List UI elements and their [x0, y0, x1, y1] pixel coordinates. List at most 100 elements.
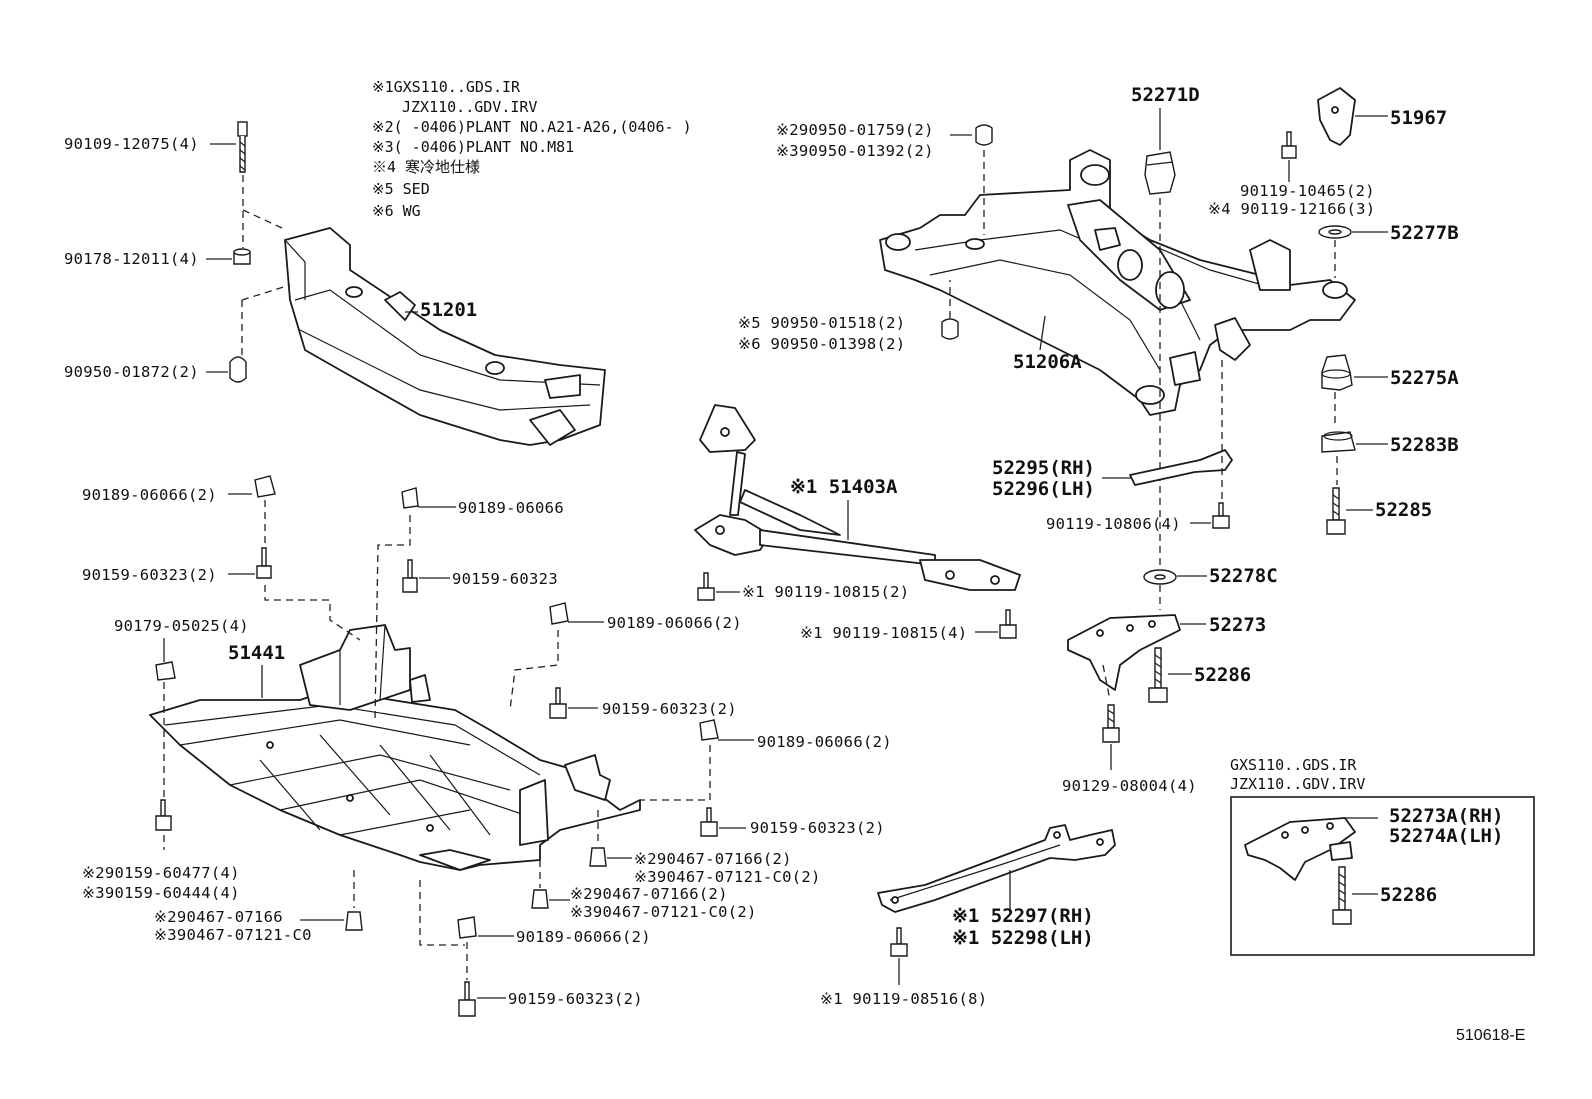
label-52285: 52285 [1375, 499, 1432, 521]
label-90950-01518: ※5 90950-01518(2) [738, 314, 905, 332]
note-6: ※6 WG [372, 202, 421, 220]
bolt-90119-10465 [1281, 131, 1297, 159]
clip-90189-06066-e [457, 916, 477, 939]
label-52283B: 52283B [1390, 434, 1459, 456]
bolt-90119-10815-b [999, 609, 1017, 639]
inset-box [1230, 796, 1535, 956]
bolt-52285 [1326, 487, 1346, 535]
label-90950-01759: ※290950-01759(2) [776, 121, 934, 139]
note-3: ※3( -0406)PLANT NO.M81 [372, 138, 574, 156]
label-90467-07121-2a: ※390467-07121-C0(2) [634, 868, 821, 886]
inset-note-1: GXS110..GDS.IR [1230, 756, 1357, 774]
label-90189-06066-2d: 90189-06066(2) [516, 928, 651, 946]
label-90950-01872: 90950-01872(2) [64, 363, 199, 381]
label-90159-60323-2c: 90159-60323(2) [750, 819, 885, 837]
note-4: ※4 寒冷地仕様 [372, 158, 480, 176]
label-90467-07166-2a: ※290467-07166(2) [634, 850, 792, 868]
clip-90189-06066-d [699, 719, 719, 741]
inset-note-2: JZX110..GDV.IRV [1230, 775, 1365, 793]
screw-90159-60323-b [402, 559, 418, 593]
bolt-90119-08516 [890, 927, 908, 957]
label-90159-60323-a: 90159-60323 [452, 570, 558, 588]
label-52278C: 52278C [1209, 565, 1278, 587]
diagram-id: 510618-E [1456, 1027, 1525, 1044]
cushion-90950-01518 [941, 318, 959, 340]
label-52296: 52296(LH) [992, 478, 1095, 500]
cushion-90950-01872 [229, 356, 247, 383]
label-90119-10465: 90119-10465(2) [1240, 182, 1375, 200]
screw-90159-60323-a [256, 547, 272, 579]
label-90179-05025: 90179-05025(4) [114, 617, 249, 635]
screw-90159-60323-d [700, 807, 718, 837]
label-52273: 52273 [1209, 614, 1266, 636]
pin-90467-07166-b [589, 847, 607, 867]
note-5: ※5 SED [372, 180, 430, 198]
bushing-52271D [1144, 151, 1176, 195]
label-90950-01392: ※390950-01392(2) [776, 142, 934, 160]
clip-90189-06066-b [401, 487, 419, 509]
link-52295-52296 [1129, 449, 1233, 486]
pin-90467-07166-a [345, 911, 363, 931]
label-52273A: 52273A(RH) [1389, 805, 1503, 827]
label-52297: ※1 52297(RH) [952, 905, 1094, 927]
front-crossmember-51201 [284, 227, 606, 446]
label-90119-10815-4: ※1 90119-10815(4) [800, 624, 967, 642]
bracket-52273A [1244, 817, 1356, 881]
label-52286-a: 52286 [1194, 664, 1251, 686]
label-52271D: 52271D [1131, 84, 1200, 106]
bolt-52286-a [1148, 647, 1168, 703]
label-52275A: 52275A [1390, 367, 1459, 389]
label-90159-60323-2d: 90159-60323(2) [508, 990, 643, 1008]
label-90109-12075: 90109-12075(4) [64, 135, 199, 153]
washer-52278C [1143, 569, 1177, 585]
screw-90159-60477 [155, 799, 172, 831]
cushion-90950-01759 [975, 124, 993, 146]
label-90189-06066-2b: 90189-06066(2) [607, 614, 742, 632]
pin-90467-07166-c [531, 889, 549, 909]
bolt-90109-12075 [237, 121, 248, 173]
nut-90179-05025 [155, 661, 176, 681]
label-51441: 51441 [228, 642, 285, 664]
label-51201: 51201 [420, 299, 477, 321]
label-51403A: ※1 51403A [790, 476, 898, 498]
note-2: ※2( -0406)PLANT NO.A21-A26,(0406- ) [372, 118, 692, 136]
label-90159-60477: ※290159-60477(4) [82, 864, 240, 882]
label-51206A: 51206A [1013, 351, 1082, 373]
label-52286-b: 52286 [1380, 884, 1437, 906]
label-52277B: 52277B [1390, 222, 1459, 244]
screw-90159-60323-c [549, 687, 567, 719]
screw-90159-60323-e [458, 981, 476, 1017]
bushing-52275A [1321, 354, 1353, 391]
bolt-90119-10815-a [697, 572, 715, 601]
label-90119-10815-2: ※1 90119-10815(2) [742, 583, 909, 601]
label-90159-60323-2b: 90159-60323(2) [602, 700, 737, 718]
bracket-52273 [1067, 614, 1181, 691]
label-90119-12166: ※4 90119-12166(3) [1208, 200, 1375, 218]
label-90467-07166: ※290467-07166 [154, 908, 283, 926]
nut-90178-12011 [233, 248, 251, 265]
bushing-52283B [1321, 431, 1356, 453]
label-90189-06066-a: 90189-06066 [458, 499, 564, 517]
label-52295: 52295(RH) [992, 457, 1095, 479]
label-51967: 51967 [1390, 107, 1447, 129]
label-90178-12011: 90178-12011(4) [64, 250, 199, 268]
label-90467-07121: ※390467-07121-C0 [154, 926, 312, 944]
clip-90189-06066-c [549, 602, 569, 625]
brace-51403A [694, 404, 1021, 591]
notes-block: ※1GXS110..GDS.IR JZX110..GDV.IRV ※2( -04… [372, 78, 692, 220]
label-52298: ※1 52298(LH) [952, 927, 1094, 949]
label-90189-06066-2a: 90189-06066(2) [82, 486, 217, 504]
label-90189-06066-2c: 90189-06066(2) [757, 733, 892, 751]
washer-52277B [1318, 225, 1352, 239]
label-90119-10806: 90119-10806(4) [1046, 515, 1181, 533]
note-1b: JZX110..GDV.IRV [402, 98, 537, 116]
engine-under-cover-51441 [149, 624, 641, 871]
note-1a: ※1GXS110..GDS.IR [372, 78, 521, 96]
label-90129-08004: 90129-08004(4) [1062, 777, 1197, 795]
clip-90189-06066-a [254, 475, 276, 498]
bolt-52286-b [1332, 866, 1352, 925]
label-90950-01398: ※6 90950-01398(2) [738, 335, 905, 353]
bolt-90119-10806 [1212, 502, 1230, 529]
label-90467-07166-2b: ※290467-07166(2) [570, 885, 728, 903]
